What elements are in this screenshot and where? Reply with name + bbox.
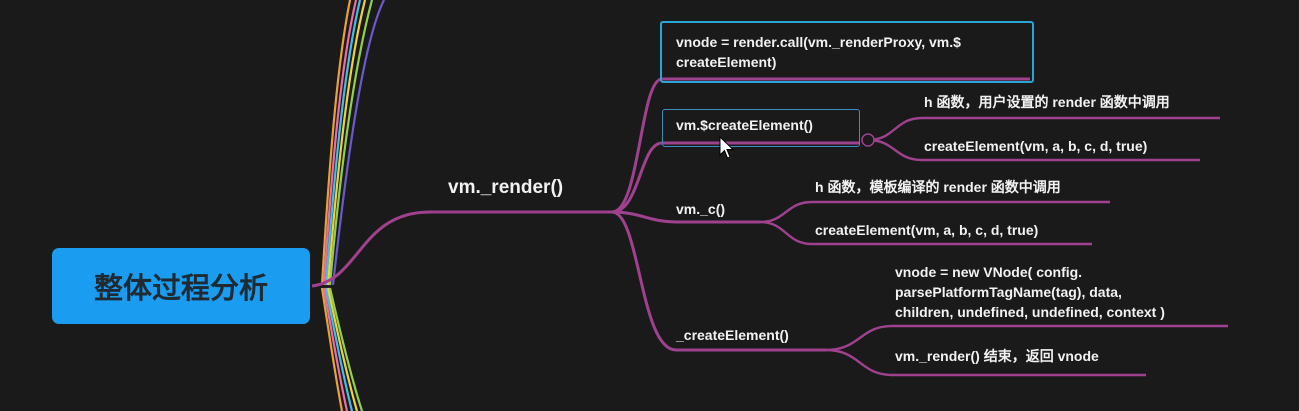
- leaf-create-element-h-label: h 函数，用户设置的 render 函数中调用: [924, 94, 1170, 110]
- leaf-underscore-vnode-line1: vnode = new VNode( config.: [895, 264, 1083, 280]
- edge-underscore-leaf1: [825, 324, 1228, 352]
- edge-create-leaf2: [867, 138, 1200, 162]
- node-create-element[interactable]: vm.$createElement(): [676, 115, 813, 135]
- root-node-label: 整体过程分析: [93, 271, 268, 305]
- mouse-cursor-icon: [719, 136, 735, 159]
- node-underscore-create-element[interactable]: _createElement(): [676, 325, 789, 345]
- leaf-vm-c-h-label: h 函数，模板编译的 render 函数中调用: [815, 179, 1061, 195]
- edge-render-c: [611, 210, 760, 224]
- node-render-call-line1: vnode = render.call(vm._renderProxy, vm.…: [676, 34, 961, 50]
- edge-render-call: [611, 77, 1030, 214]
- edge-render-underscore: [611, 210, 826, 352]
- edge-render-create: [611, 141, 860, 214]
- leaf-create-element-call[interactable]: createElement(vm, a, b, c, d, true): [924, 136, 1147, 156]
- highlight-box-render-call: [660, 21, 1034, 83]
- node-underscore-create-element-label: _createElement(): [676, 327, 789, 343]
- node-vm-c-label: vm._c(): [676, 201, 726, 217]
- leaf-create-element-h[interactable]: h 函数，用户设置的 render 函数中调用: [924, 92, 1170, 112]
- leaf-underscore-vnode[interactable]: vnode = new VNode( config. parsePlatform…: [895, 262, 1165, 322]
- node-vm-c[interactable]: vm._c(): [676, 199, 725, 219]
- node-render-call-line2: createElement): [676, 54, 777, 70]
- edge-underscore-leaf2: [825, 348, 1146, 377]
- offscreen-branches-top: [320, 0, 385, 286]
- branch-node-label: vm._render(): [448, 177, 564, 198]
- edge-create-leaf1: [867, 116, 1220, 142]
- node-create-element-label: vm.$createElement(): [676, 117, 813, 133]
- edge-c-leaf1: [759, 200, 1110, 224]
- edge-c-leaf2: [759, 220, 1092, 246]
- highlight-box-create-element: [662, 109, 860, 147]
- leaf-vm-c-call[interactable]: createElement(vm, a, b, c, d, true): [815, 220, 1038, 240]
- leaf-underscore-vnode-line2: parsePlatformTagName(tag), data,: [895, 284, 1122, 300]
- leaf-vm-c-call-label: createElement(vm, a, b, c, d, true): [815, 222, 1039, 238]
- leaf-vm-c-h[interactable]: h 函数，模板编译的 render 函数中调用: [815, 177, 1061, 197]
- leaf-underscore-end[interactable]: vm._render() 结束，返回 vnode: [895, 346, 1099, 366]
- branch-node-render[interactable]: vm._render(): [448, 177, 563, 199]
- leaf-create-element-call-label: createElement(vm, a, b, c, d, true): [924, 138, 1148, 154]
- leaf-underscore-end-label: vm._render() 结束，返回 vnode: [895, 348, 1099, 364]
- collapse-toggle-icon[interactable]: [861, 133, 875, 147]
- offscreen-branches-bottom: [320, 287, 364, 411]
- root-node[interactable]: 整体过程分析: [52, 248, 310, 324]
- edge-root-render: [311, 210, 612, 288]
- leaf-underscore-vnode-line3: children, undefined, undefined, context …: [895, 304, 1165, 320]
- node-render-call[interactable]: vnode = render.call(vm._renderProxy, vm.…: [676, 32, 961, 72]
